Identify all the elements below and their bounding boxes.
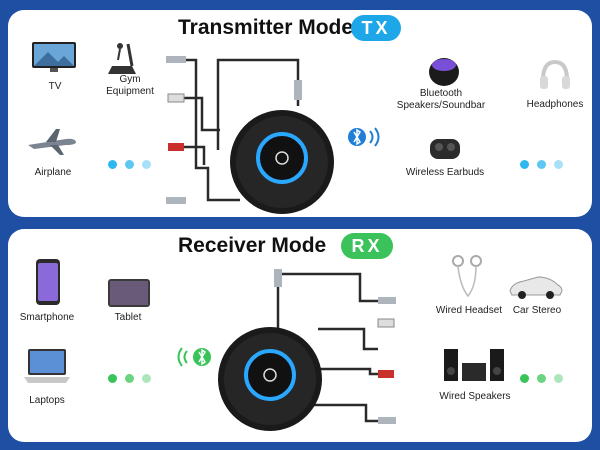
laptops-label: Laptops — [29, 395, 65, 406]
tv-label: TV — [48, 81, 62, 92]
tablet-label: Tablet — [114, 312, 142, 323]
tv-icon — [30, 40, 78, 79]
earbuds-icon — [428, 135, 462, 168]
tx-badge: TX — [351, 15, 401, 41]
earphones-icon — [446, 251, 490, 306]
wired-speakers-label: Wired Speakers — [439, 391, 511, 402]
receiver-panel: Receiver Mode RX Smartphone Tablet Lapto… — [8, 229, 592, 442]
wireless-earbuds-label: Wireless Earbuds — [405, 167, 485, 178]
tx-right-dots — [520, 160, 563, 169]
rx-cables — [218, 269, 396, 431]
speakers-icon — [442, 347, 506, 388]
bluetooth-icon — [347, 123, 387, 156]
airplane-label: Airplane — [34, 167, 72, 178]
wired-headset-label: Wired Headset — [435, 305, 503, 316]
smartphone-icon — [34, 257, 62, 312]
rx-left-dots — [108, 374, 151, 383]
bluetooth-speakers-label: Bluetooth Speakers/Soundbar — [396, 88, 486, 111]
headphones-label: Headphones — [526, 99, 584, 110]
car-stereo-label: Car Stereo — [512, 305, 562, 316]
treadmill-icon — [102, 38, 142, 83]
transmitter-title: Transmitter Mode — [178, 16, 354, 39]
rx-right-dots — [520, 374, 563, 383]
receiver-title: Receiver Mode — [178, 234, 327, 257]
headphones-icon — [538, 58, 572, 97]
car-icon — [508, 273, 564, 304]
airplane-icon — [26, 127, 78, 162]
gym-equipment-label: Gym Equipment — [106, 74, 154, 97]
bluetooth-icon — [174, 343, 214, 376]
tablet-icon — [106, 277, 152, 314]
transmitter-panel: Transmitter Mode TX TV Gym Equipment Air… — [8, 10, 592, 217]
laptop-icon — [22, 347, 72, 390]
tx-left-dots — [108, 160, 151, 169]
rx-badge: RX — [341, 233, 393, 259]
smartphone-label: Smartphone — [19, 312, 75, 323]
tx-cables — [166, 56, 334, 214]
smart-speaker-icon — [426, 52, 462, 93]
